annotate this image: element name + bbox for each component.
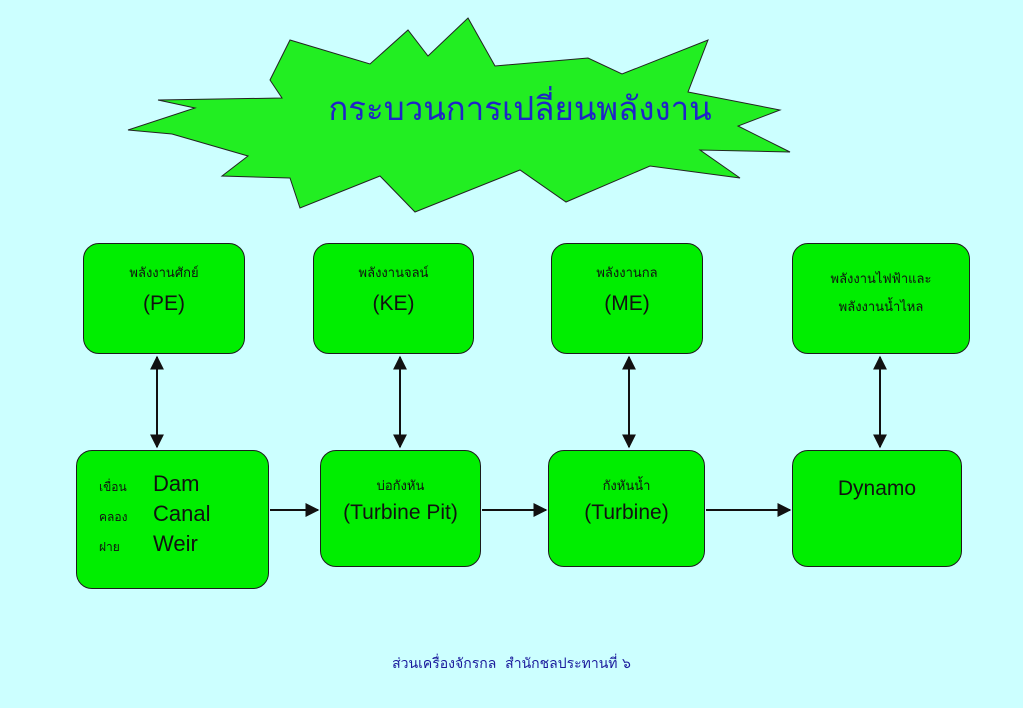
source-canal-english: Canal (153, 501, 211, 526)
footer-credit: ส่วนเครื่องจักรกล สำนักชลประทานที่ ๖ (392, 656, 631, 672)
energy-box-ke: พลังงานจลน์ (KE) (313, 243, 474, 354)
source-row-weir: ฝาย Weir (99, 531, 268, 561)
source-canal-thai: คลอง (99, 510, 128, 524)
dynamo-box: Dynamo (792, 450, 962, 567)
turbine-pit-box: บ่อกังหัน (Turbine Pit) (320, 450, 481, 567)
dynamo-english: Dynamo (837, 477, 917, 500)
source-box: เขื่อน Dam คลอง Canal ฝาย Weir (76, 450, 269, 589)
energy-box-electric: พลังงานไฟฟ้าและ พลังงานน้ำไหล (792, 243, 970, 354)
title-starburst (127, 17, 791, 213)
energy-box-electric-line2: พลังงานน้ำไหล (838, 300, 924, 315)
turbine-box: กังหันน้ำ (Turbine) (548, 450, 705, 567)
page-title: กระบวนการเปลี่ยนพลังงาน (328, 89, 712, 128)
energy-box-pe: พลังงานศักย์ (PE) (83, 243, 245, 354)
turbine-pit-english: (Turbine Pit) (343, 501, 458, 524)
source-dam-english: Dam (153, 471, 200, 496)
energy-box-pe-thai: พลังงานศักย์ (129, 266, 199, 281)
source-weir-english: Weir (153, 531, 198, 556)
turbine-thai: กังหันน้ำ (602, 479, 651, 494)
energy-box-electric-line1: พลังงานไฟฟ้าและ (830, 272, 932, 287)
energy-box-ke-english: (KE) (372, 292, 415, 315)
energy-box-me-thai: พลังงานกล (596, 266, 658, 281)
energy-box-me: พลังงานกล (ME) (551, 243, 703, 354)
source-row-canal: คลอง Canal (99, 501, 268, 531)
energy-box-me-english: (ME) (604, 292, 650, 315)
source-weir-thai: ฝาย (99, 540, 120, 554)
turbine-english: (Turbine) (584, 501, 669, 524)
energy-box-pe-english: (PE) (143, 292, 185, 315)
energy-box-ke-thai: พลังงานจลน์ (358, 266, 429, 281)
source-dam-thai: เขื่อน (99, 480, 127, 494)
source-row-dam: เขื่อน Dam (99, 471, 268, 501)
turbine-pit-thai: บ่อกังหัน (376, 479, 425, 494)
